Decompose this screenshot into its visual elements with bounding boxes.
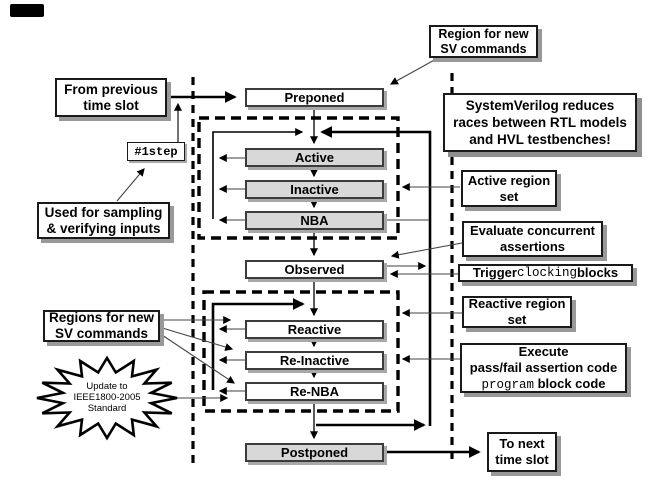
region-box-re-inactive: Re-Inactive [245, 351, 384, 370]
callout-from-previous-time-slot: From previous time slot [55, 78, 167, 117]
starburst-update-ieee-label: Update to IEEE1800-2005 Standard [73, 381, 141, 414]
region-box-reactive: Reactive [245, 320, 384, 339]
reactive-region-set-outline [202, 290, 400, 413]
callout-execute-assertion-code: Execute pass/fail assertion code program… [460, 343, 627, 393]
region-box-active: Active [245, 148, 384, 167]
region-box-inactive: Inactive [245, 180, 384, 199]
corner-mark [10, 4, 44, 17]
annotation-connectors [116, 57, 463, 402]
execute-line3-rest: block code [533, 375, 606, 391]
starburst-shape [36, 355, 178, 441]
callout-reactive-region-set: Reactive region set [462, 296, 572, 328]
region-box-re-nba: Re-NBA [245, 382, 384, 401]
reactive-feedback-line [211, 298, 305, 390]
timestep-label: #1step [134, 144, 178, 159]
active-feedback-line [212, 128, 304, 219]
callout-active-region-set: Active region set [461, 170, 557, 207]
execute-line3: program block code [481, 376, 605, 393]
trigger-label-suffix: blocks [576, 265, 619, 280]
callout-trigger-clocking-blocks: Trigger clocking blocks [458, 264, 633, 282]
callout-regions-for-new-sv-commands: Regions for new SV commands [43, 310, 160, 342]
callout-region-for-new-sv-commands: Region for new SV commands [429, 25, 538, 58]
thick-flow-arrows [167, 91, 481, 458]
callout-used-for-sampling: Used for sampling & verifying inputs [37, 202, 170, 239]
program-keyword: program [481, 377, 534, 392]
callout-systemverilog-reduces-races: SystemVerilog reduces races between RTL … [443, 93, 637, 152]
region-box-preponed: Preponed [245, 88, 384, 107]
callout-to-next-time-slot: To next time slot [487, 432, 557, 472]
trigger-clocking-keyword: clocking [516, 266, 577, 280]
execute-line2: pass/fail assertion code [469, 359, 618, 375]
active-region-set-outline [197, 116, 400, 240]
region-box-observed: Observed [245, 260, 384, 279]
outer-feedback-loop [320, 126, 432, 426]
region-box-postponed: Postponed [245, 443, 384, 462]
timestep-box: #1step [127, 142, 185, 161]
region-box-nba: NBA [245, 211, 384, 230]
callout-evaluate-concurrent-assertions: Evaluate concurrent assertions [462, 221, 603, 257]
trigger-label-prefix: Trigger [472, 265, 517, 280]
execute-line1: Execute [518, 343, 569, 359]
row-feedback-arrows [218, 154, 429, 395]
